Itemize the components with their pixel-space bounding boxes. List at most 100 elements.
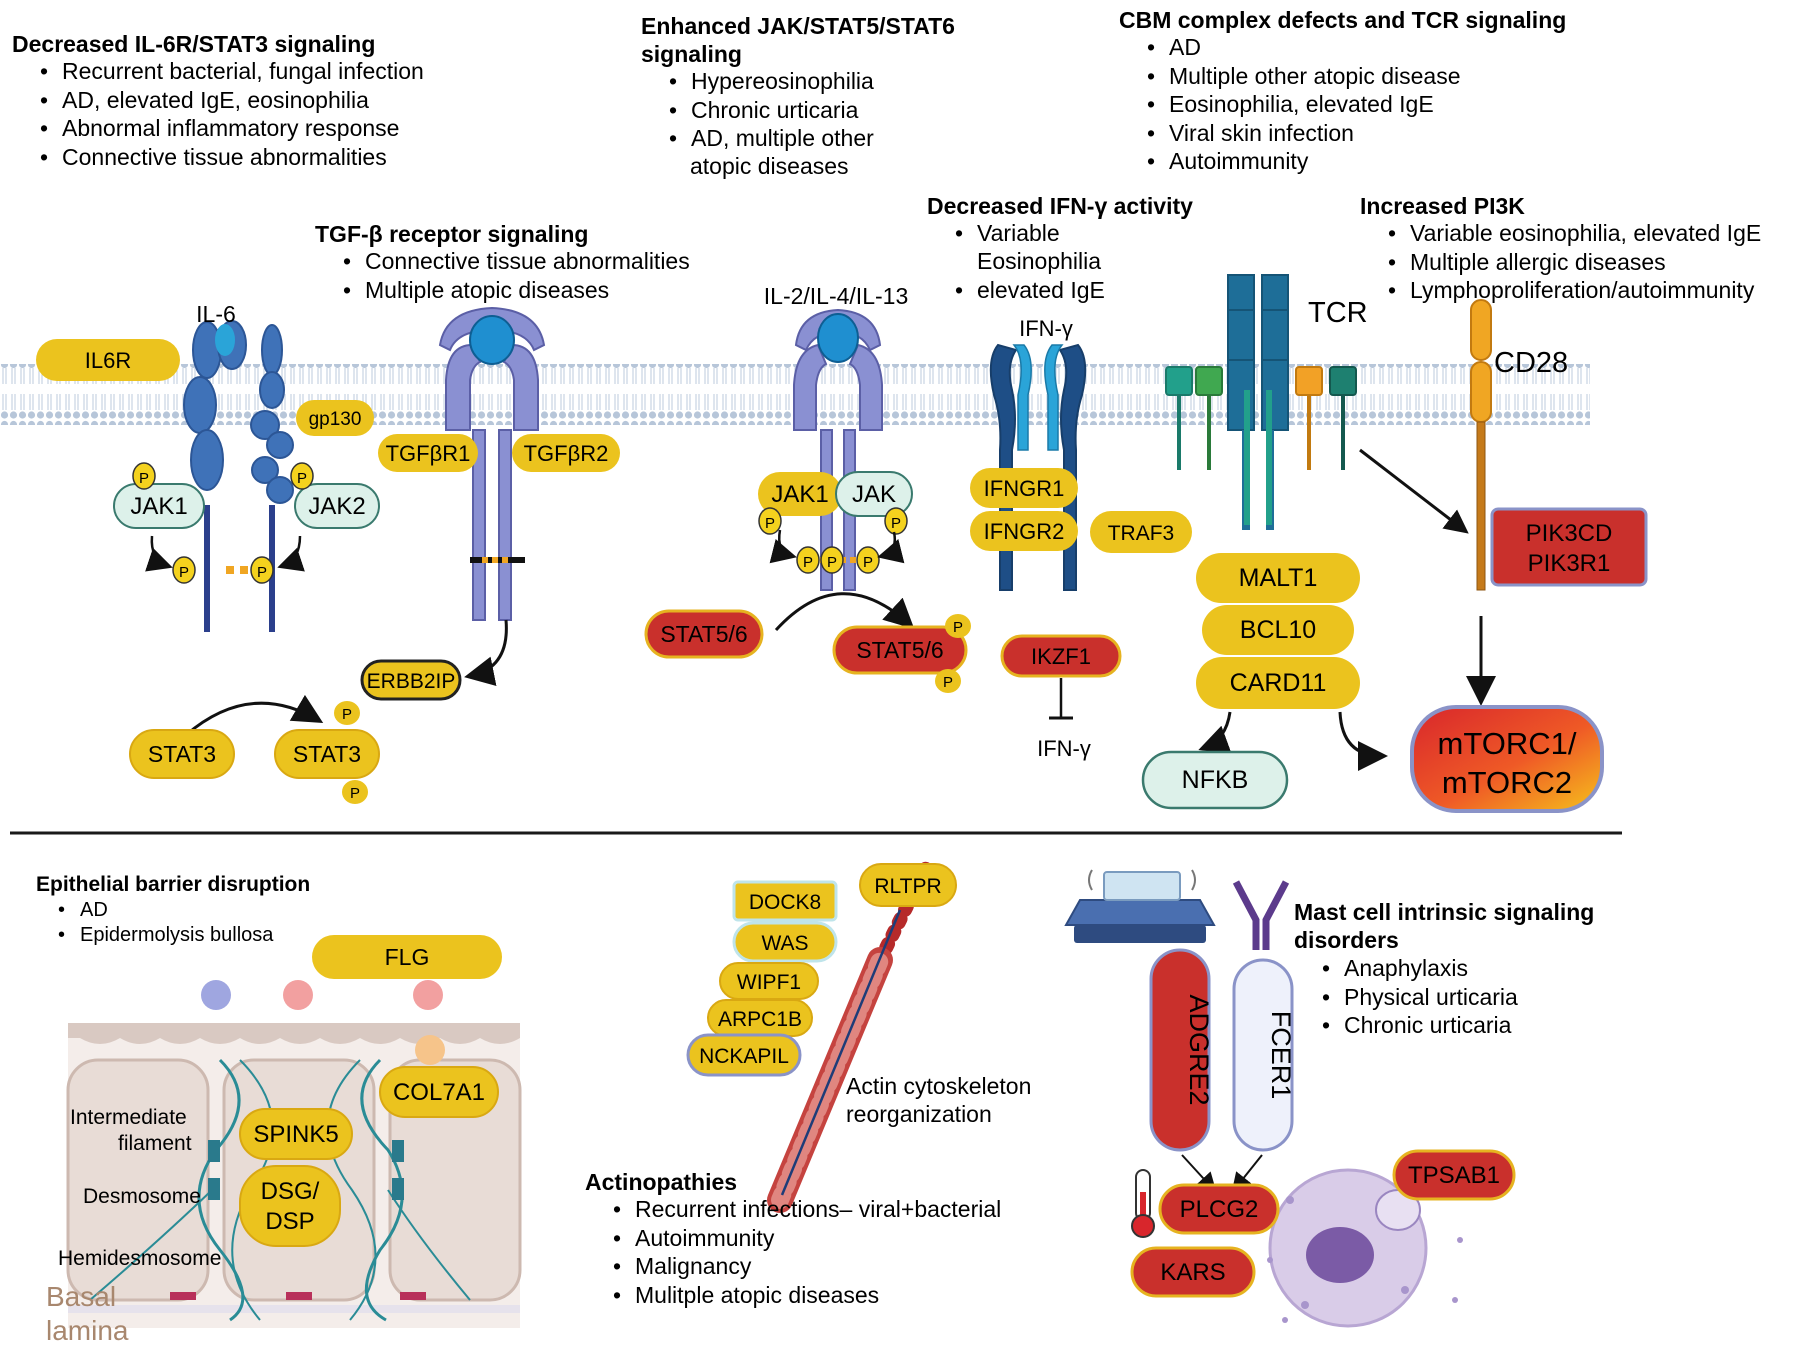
list-item: Chronic urticaria (663, 96, 874, 125)
svg-text:TRAF3: TRAF3 (1108, 522, 1175, 545)
rltpr-protein: RLTPR (859, 863, 957, 907)
card11-protein: CARD11 (1196, 657, 1360, 709)
mast-heading: Mast cell intrinsic signaling (1294, 899, 1595, 925)
jak-list: Hypereosinophilia Chronic urticaria AD, … (663, 67, 874, 153)
desmosome-label: Desmosome (83, 1185, 201, 1208)
cd28-label: CD28 (1494, 347, 1568, 379)
kars-protein: KARS (1130, 1246, 1256, 1298)
thermometer-icon (1131, 1169, 1155, 1238)
il6-list: Recurrent bacterial, fungal infection AD… (34, 57, 424, 171)
jak-list-continuation: atopic diseases (690, 153, 849, 179)
mast-list: Anaphylaxis Physical urticaria Chronic u… (1316, 954, 1518, 1040)
list-item: Recurrent infections– viral+bacterial (607, 1195, 1001, 1224)
jak1-kinase: JAK1 (113, 483, 205, 529)
il6r-protein: IL6R (36, 339, 180, 381)
svg-text:P: P (257, 564, 267, 581)
svg-text:TPSAB1: TPSAB1 (1408, 1162, 1500, 1189)
ifn-heading: Decreased IFN-γ activity (927, 193, 1193, 219)
stat56-protein: STAT5/6 (644, 609, 764, 659)
tpsab1-protein: TPSAB1 (1392, 1149, 1516, 1201)
jak1-stat-protein: JAK1 (758, 472, 842, 516)
list-item: elevated IgE (949, 276, 1105, 305)
list-item: Abnormal inflammatory response (34, 114, 424, 143)
mast-heading-2: disorders (1294, 927, 1399, 953)
il6-receptor (183, 320, 294, 632)
svg-text:COL7A1: COL7A1 (393, 1079, 485, 1106)
list-item: Recurrent bacterial, fungal infection (34, 57, 424, 86)
hemidesmosome-label: Hemidesmosome (58, 1247, 221, 1270)
svg-text:P: P (891, 515, 901, 532)
ifn-list: Variable (949, 219, 1060, 248)
svg-text:CARD11: CARD11 (1230, 669, 1327, 697)
list-item: Anaphylaxis (1316, 954, 1518, 983)
jak-heading: Enhanced JAK/STAT5/STAT6 (641, 13, 955, 39)
svg-text:IL6R: IL6R (85, 348, 131, 373)
dock8-protein: DOCK8 (732, 880, 838, 922)
svg-text:BCL10: BCL10 (1240, 616, 1316, 644)
svg-text:P: P (943, 674, 953, 691)
basal-lamina-label: Basal (46, 1281, 116, 1312)
svg-text:WAS: WAS (761, 932, 808, 955)
svg-text:FLG: FLG (385, 944, 430, 970)
svg-text:ADGRE2: ADGRE2 (1184, 994, 1214, 1105)
stat3-protein: STAT3 (129, 729, 235, 779)
svg-text:FCER1: FCER1 (1266, 1011, 1296, 1100)
svg-text:P: P (953, 619, 963, 636)
svg-text:TGFβR1: TGFβR1 (386, 441, 471, 466)
actin-reorganization-label: Actin cytoskeleton (846, 1073, 1031, 1099)
svg-text:STAT5/6: STAT5/6 (660, 621, 747, 647)
dsg-dsp-protein: DSG/ DSP (239, 1165, 341, 1247)
il6-label: IL-6 (196, 301, 236, 327)
list-item: AD, elevated IgE, eosinophilia (34, 86, 424, 115)
svg-text:STAT3: STAT3 (293, 741, 361, 767)
svg-text:NCKAPIL: NCKAPIL (699, 1045, 789, 1068)
cd28-receptor (1470, 299, 1492, 591)
list-item: Mulitple atopic diseases (607, 1281, 1001, 1310)
cbm-heading: CBM complex defects and TCR signaling (1119, 7, 1567, 33)
basal-lamina-label-2: lamina (46, 1315, 129, 1346)
ifn-list-continuation: Eosinophilia (977, 248, 1102, 274)
vortex-shaker-icon (1064, 869, 1216, 943)
svg-text:PIK3CD: PIK3CD (1526, 520, 1613, 547)
malt1-protein: MALT1 (1196, 553, 1360, 603)
list-item: Eosinophilia, elevated IgE (1141, 90, 1461, 119)
list-item: Variable (949, 219, 1060, 248)
svg-text:NFKB: NFKB (1182, 766, 1249, 794)
actin-heading: Actinopathies (585, 1169, 738, 1195)
tgf-list: Connective tissue abnormalities Multiple… (337, 247, 690, 304)
svg-text:JAK2: JAK2 (308, 493, 365, 520)
was-protein: WAS (732, 921, 838, 963)
jak2-kinase: JAK2 (294, 483, 380, 529)
list-item: Autoimmunity (607, 1224, 1001, 1253)
svg-text:P: P (827, 554, 837, 571)
list-item: Multiple atopic diseases (337, 276, 690, 305)
svg-text:IFNGR2: IFNGR2 (984, 519, 1065, 544)
ifn-list-2: elevated IgE (949, 276, 1105, 305)
list-item: Chronic urticaria (1316, 1011, 1518, 1040)
svg-text:DOCK8: DOCK8 (749, 891, 821, 914)
svg-text:TGFβR2: TGFβR2 (524, 441, 609, 466)
svg-text:MALT1: MALT1 (1239, 564, 1318, 592)
phospho-badge: P P P P (132, 462, 314, 584)
svg-text:SPINK5: SPINK5 (253, 1121, 338, 1148)
svg-text:P: P (297, 470, 307, 487)
svg-text:RLTPR: RLTPR (874, 875, 941, 898)
actin-reorganization-label-2: reorganization (846, 1101, 992, 1127)
ifng-receptor-label: IFN-γ (1019, 316, 1073, 341)
list-item: Connective tissue abnormalities (34, 143, 424, 172)
list-item: Viral skin infection (1141, 119, 1461, 148)
tgfbr2-protein: TGFβR2 (512, 434, 620, 472)
svg-text:IKZF1: IKZF1 (1031, 644, 1091, 669)
epithelial-list: AD Epidermolysis bullosa (52, 898, 273, 948)
tgfbr1-protein: TGFβR1 (378, 434, 478, 472)
stat56-phospho-protein: STAT5/6 P P (832, 614, 971, 693)
list-item: Lymphoproliferation/autoimmunity (1382, 276, 1761, 305)
il6-heading: Decreased IL-6R/STAT3 signaling (12, 31, 376, 57)
pi3k-list: Variable eosinophilia, elevated IgE Mult… (1382, 219, 1761, 305)
list-item: Multiple other atopic disease (1141, 62, 1461, 91)
tgfb-receptor (438, 306, 546, 621)
spink5-protein: SPINK5 (239, 1108, 353, 1160)
flg-protein: FLG (312, 935, 502, 979)
plcg2-protein: PLCG2 (1158, 1183, 1280, 1235)
jak-kinase: JAK (835, 471, 913, 517)
